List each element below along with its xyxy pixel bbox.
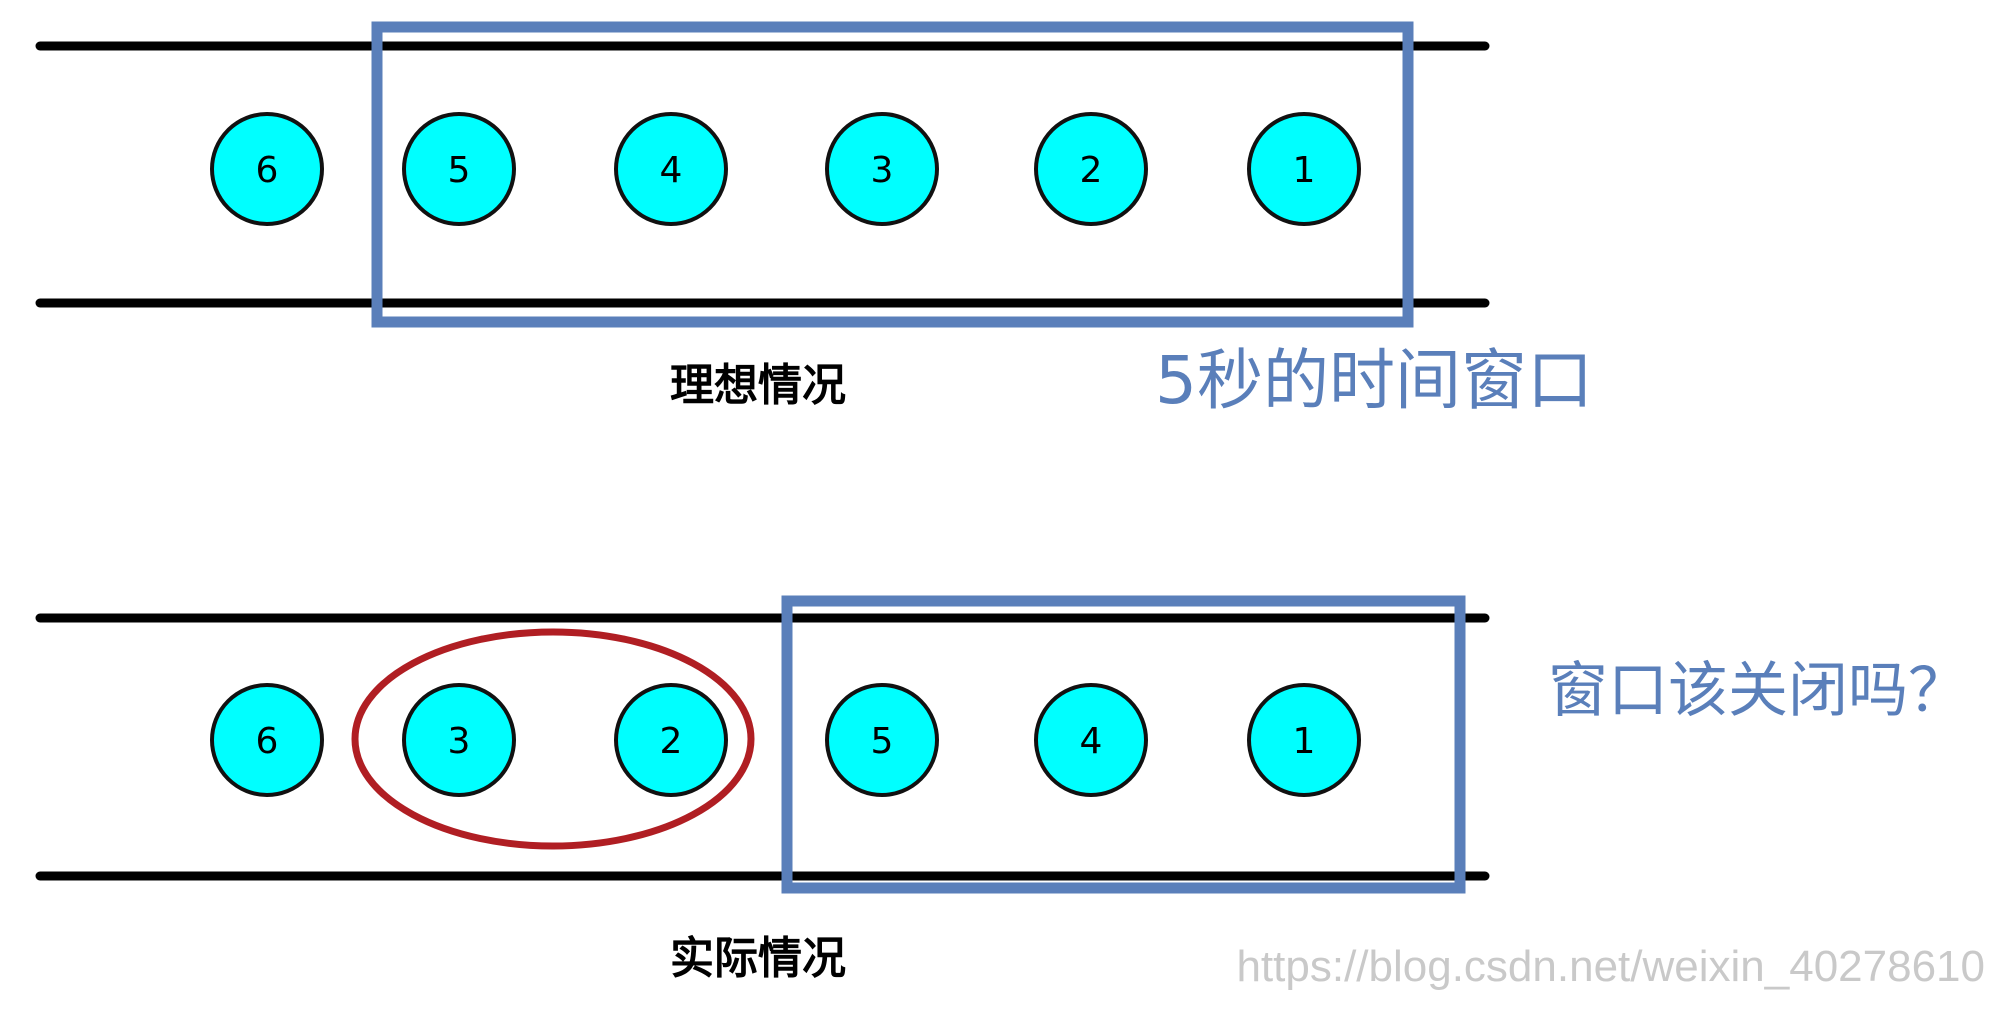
top-event-3: 3 (825, 112, 939, 226)
event-number: 5 (448, 150, 471, 191)
top-time-window (371, 21, 1414, 328)
event-circle (210, 683, 324, 797)
event-circle (210, 112, 324, 226)
event-circle (1247, 683, 1361, 797)
bottom-event-4: 4 (1034, 683, 1148, 797)
event-number: 4 (660, 150, 683, 191)
ideal-caption: 理想情况 (670, 360, 846, 411)
event-number: 5 (871, 721, 894, 762)
event-number: 1 (1293, 150, 1316, 191)
event-number: 3 (448, 721, 471, 762)
event-number: 1 (1293, 721, 1316, 762)
event-number: 3 (871, 150, 894, 191)
watermark: https://blog.csdn.net/weixin_40278610 (1236, 942, 1985, 991)
event-circle (1034, 112, 1148, 226)
event-circle (614, 683, 728, 797)
event-circle (825, 683, 939, 797)
top-event-2: 2 (1034, 112, 1148, 226)
event-circle (1247, 112, 1361, 226)
event-number: 4 (1080, 721, 1103, 762)
bottom-event-3: 3 (402, 683, 516, 797)
event-number: 2 (660, 721, 683, 762)
bottom-event-1: 1 (1247, 683, 1361, 797)
event-circle (825, 112, 939, 226)
time-window-label: 5秒的时间窗口 (1155, 342, 1593, 419)
bottom-event-5: 5 (825, 683, 939, 797)
bottom-time-window (781, 595, 1466, 894)
actual-caption: 实际情况 (670, 933, 846, 984)
top-event-4: 4 (614, 112, 728, 226)
top-event-6: 6 (210, 112, 324, 226)
bottom-event-6: 6 (210, 683, 324, 797)
ideal-panel: 6 5 4 3 2 1 理想情况 5秒的时间窗口 (35, 21, 1593, 419)
event-circle (1034, 683, 1148, 797)
event-circle (402, 112, 516, 226)
event-circle (614, 112, 728, 226)
bottom-event-2: 2 (614, 683, 728, 797)
top-event-1: 1 (1247, 112, 1361, 226)
event-number: 6 (256, 150, 279, 191)
top-event-5: 5 (402, 112, 516, 226)
event-number: 2 (1080, 150, 1103, 191)
window-close-question: 窗口该关闭吗？ (1548, 656, 1968, 726)
event-circle (402, 683, 516, 797)
late-events-highlight (351, 628, 755, 850)
actual-panel: 6 3 2 5 4 1 实际情况 窗口该关闭吗？ (35, 595, 1968, 984)
event-number: 6 (256, 721, 279, 762)
